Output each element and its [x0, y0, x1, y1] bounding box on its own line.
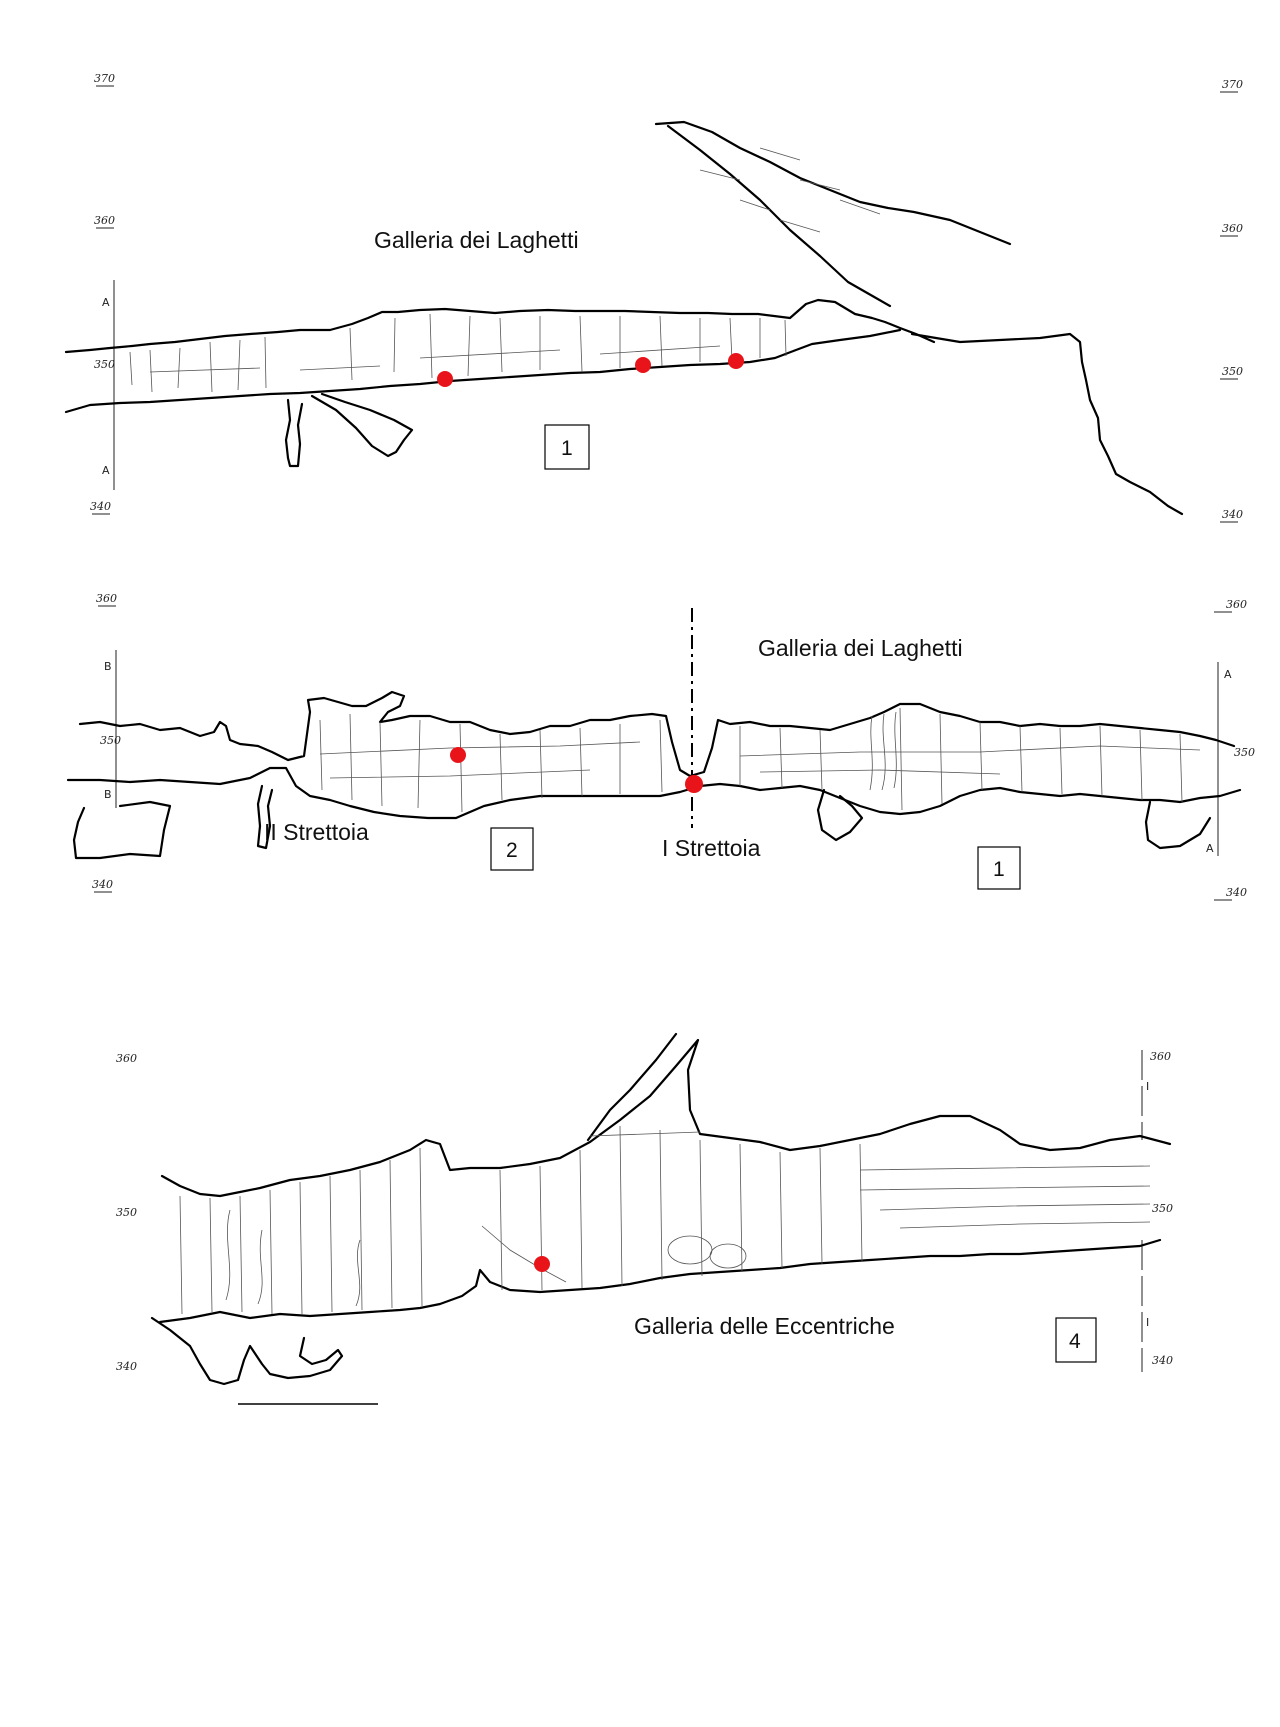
panel-1-title: Galleria dei Laghetti	[374, 227, 579, 253]
section-mark-b-top: B	[104, 660, 112, 673]
panel-1-box	[544, 424, 590, 470]
panel-2-box-2	[490, 827, 534, 871]
section-mark-a-bottom: A	[102, 464, 110, 477]
panel-2: 360 350 340 360 350 340 B B A A Galleria…	[66, 592, 1255, 901]
panel-3-floor	[158, 1238, 1162, 1324]
panel-2-lower-left	[72, 800, 172, 860]
section-mark-a-bottom: A	[1206, 842, 1214, 855]
panel-1-texture	[129, 147, 881, 393]
tick-right-340: 340	[1152, 1354, 1173, 1367]
panel-2-lower-right	[816, 788, 864, 842]
label-i-strettoia: I Strettoia	[662, 835, 761, 861]
panel-3-texture	[179, 1125, 1151, 1315]
tick-right-350: 350	[1234, 746, 1255, 759]
panel-3-ceiling	[160, 1038, 1172, 1198]
panel-2-lower-far-right	[1144, 800, 1212, 850]
label-ii-strettoia: II Strettoia	[264, 819, 369, 845]
panel-2-box-1	[977, 846, 1021, 890]
panel-2-ceiling-left	[78, 690, 1236, 778]
tick-right-360: 360	[1222, 222, 1243, 235]
section-mark-i-top: I	[1146, 1080, 1149, 1093]
sample-marker	[728, 353, 744, 369]
panel-1-surface-right	[910, 332, 1184, 516]
tick-left-370: 370	[94, 72, 115, 85]
panel-1-ceiling	[64, 298, 936, 354]
panel-2-shaft-left	[256, 784, 274, 850]
panel-1-shaft	[284, 398, 304, 468]
sample-marker	[450, 747, 466, 763]
sample-marker	[635, 357, 651, 373]
panel-1-box-label: 1	[561, 437, 573, 460]
panel-1-lower-gallery	[310, 392, 414, 458]
panel-1-floor	[64, 328, 902, 414]
tick-left-350: 350	[94, 358, 115, 371]
panel-3-shaft-left-wall	[586, 1032, 678, 1142]
panel-2-box-label-2: 2	[506, 839, 518, 862]
tick-left-350: 350	[100, 734, 121, 747]
tick-right-360: 360	[1150, 1050, 1171, 1063]
panel-3-box-label: 4	[1069, 1330, 1081, 1353]
section-mark-a-top: A	[102, 296, 110, 309]
panel-2-box-label-1: 1	[993, 858, 1005, 881]
section-mark-a-top: A	[1224, 668, 1232, 681]
tick-left-340: 340	[116, 1360, 137, 1373]
tick-left-360: 360	[94, 214, 115, 227]
panel-3-box	[1055, 1317, 1097, 1363]
panel-1-upper-shaft	[654, 120, 1012, 246]
section-mark-b-bottom: B	[104, 788, 112, 801]
tick-right-340: 340	[1222, 508, 1243, 521]
tick-right-370: 370	[1222, 78, 1243, 91]
tick-left-340: 340	[92, 878, 113, 891]
panel-2-title: Galleria dei Laghetti	[758, 635, 963, 661]
panel-2-texture	[319, 707, 1201, 813]
tick-right-340: 340	[1226, 886, 1247, 899]
sample-marker	[437, 371, 453, 387]
tick-left-360: 360	[116, 1052, 137, 1065]
panel-3-title: Galleria delle Eccentriche	[634, 1313, 895, 1339]
tick-left-340: 340	[90, 500, 111, 513]
sample-marker	[534, 1256, 550, 1272]
tick-left-350: 350	[116, 1206, 137, 1219]
panel-1: 370 360 350 340 370 360 350 340 A A Gall…	[64, 72, 1243, 523]
panel-2-floor	[66, 766, 1242, 820]
tick-right-350: 350	[1152, 1202, 1173, 1215]
tick-right-360: 360	[1226, 598, 1247, 611]
sample-marker	[685, 775, 703, 793]
panel-1-upper-shaft-left	[666, 124, 892, 308]
panel-3: 360 350 340 360 350 340 I I Galleria del…	[116, 1032, 1173, 1405]
tick-right-350: 350	[1222, 365, 1243, 378]
section-mark-i-bottom: I	[1146, 1316, 1149, 1329]
tick-left-360: 360	[96, 592, 117, 605]
panel-3-lower-pit	[150, 1316, 344, 1386]
